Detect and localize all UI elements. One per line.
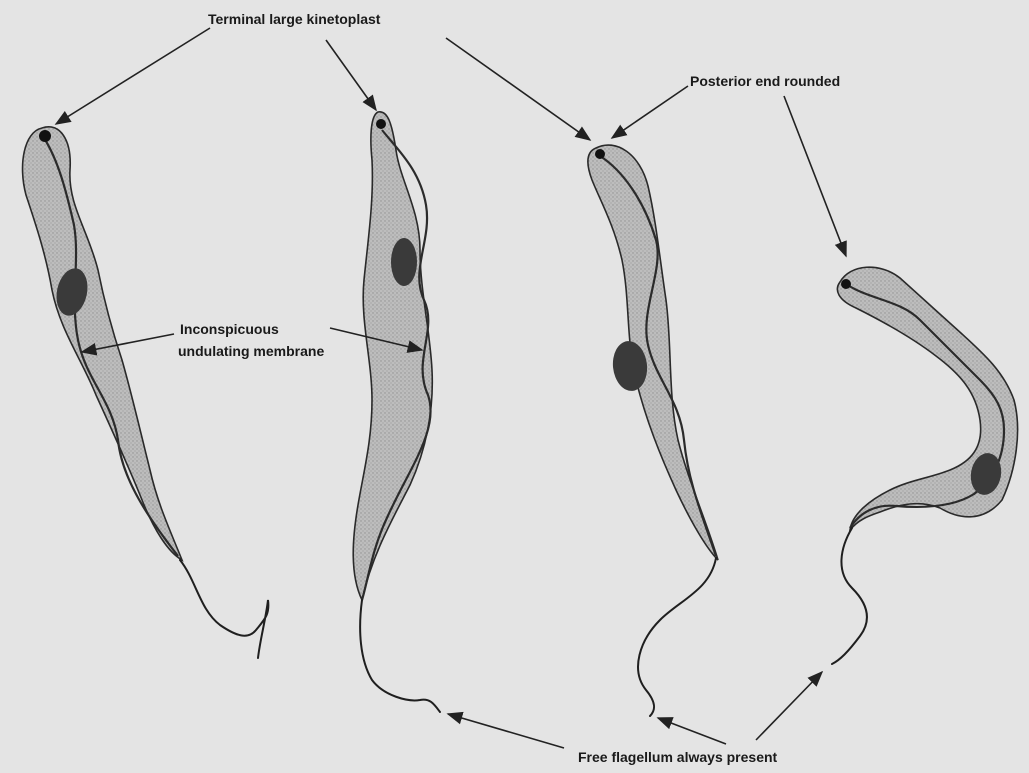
arrow-kinetoplast-2: [326, 40, 376, 110]
arrow-kinetoplast-3: [446, 38, 590, 140]
trypomastigote-4: [832, 267, 1018, 664]
trypomastigote-3: [588, 145, 718, 716]
free-flagellum: [638, 558, 716, 716]
cell-body: [588, 145, 718, 560]
arrow-kinetoplast-1: [56, 28, 210, 124]
arrow-flagellum-3: [756, 672, 822, 740]
kinetoplast: [376, 119, 386, 129]
kinetoplast: [841, 279, 851, 289]
free-flagellum: [832, 528, 867, 664]
trypomastigote-2: [353, 112, 440, 712]
nucleus: [391, 238, 417, 286]
trypomastigote-1: [23, 127, 269, 658]
label-posterior-end: Posterior end rounded: [690, 73, 840, 89]
arrow-posterior-2: [784, 96, 846, 256]
label-kinetoplast: Terminal large kinetoplast: [208, 11, 381, 27]
arrows: [56, 28, 846, 748]
free-flagellum: [360, 600, 440, 712]
label-membrane-line1: Inconspicuous: [180, 321, 279, 337]
arrow-flagellum-2: [658, 718, 726, 744]
cell-body: [23, 127, 182, 560]
label-flagellum: Free flagellum always present: [578, 749, 778, 765]
arrow-flagellum-1: [448, 714, 564, 748]
kinetoplast: [39, 130, 51, 142]
free-flagellum: [180, 560, 268, 658]
arrow-posterior-1: [612, 86, 688, 138]
label-membrane-line2: undulating membrane: [178, 343, 324, 359]
kinetoplast: [595, 149, 605, 159]
